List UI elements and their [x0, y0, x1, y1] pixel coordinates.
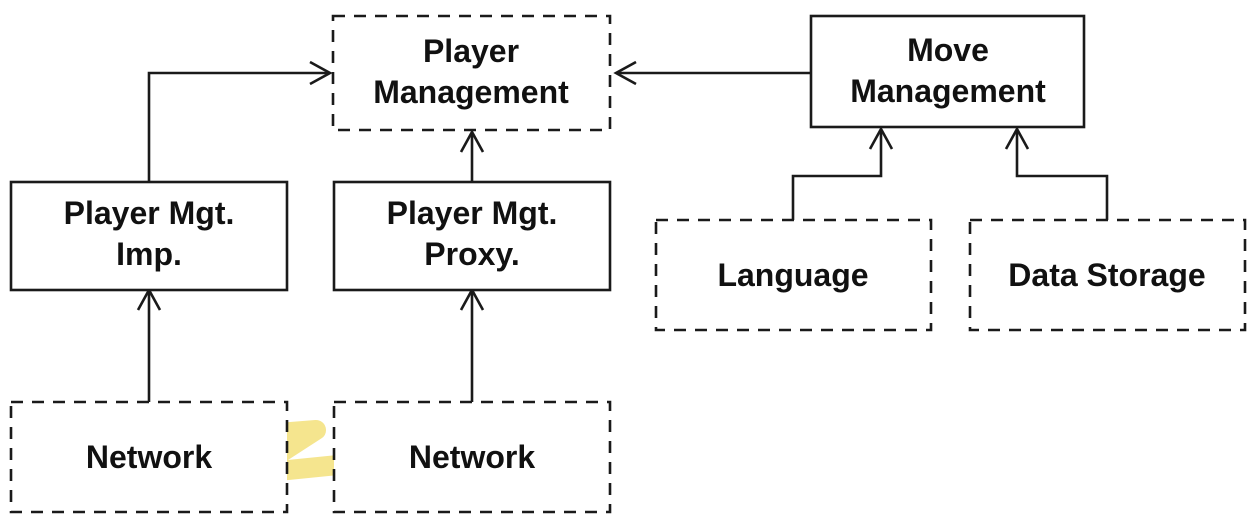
box-network-right-frame	[332, 400, 612, 514]
box-player-management: Player Management	[331, 14, 612, 132]
box-network-right-label: Network	[409, 439, 535, 475]
box-player-mgt-proxy: Player Mgt. Proxy.	[332, 180, 612, 292]
box-data-storage-frame	[968, 218, 1247, 332]
box-data-storage-label: Data Storage	[1008, 257, 1205, 293]
box-player-mgt-imp-label-line1: Player Mgt.	[64, 195, 235, 231]
arrowhead-language-to-move-management	[868, 126, 894, 150]
box-player-mgt-proxy-label-line2: Proxy.	[424, 236, 519, 272]
box-move-management-label-line1: Move	[907, 32, 989, 68]
box-move-management-frame	[809, 14, 1086, 129]
box-player-management-frame	[331, 14, 612, 132]
arrowhead-imp-to-player-management	[309, 60, 333, 86]
box-network-left: Network	[9, 400, 289, 514]
box-network-right: Network	[332, 400, 612, 514]
edge-data-storage-to-move-management	[1015, 130, 1109, 220]
edge-language-to-move-management	[791, 130, 883, 220]
box-player-mgt-proxy-label-line1: Player Mgt.	[387, 195, 558, 231]
edge-imp-to-player-management	[147, 71, 328, 182]
box-language-frame	[654, 218, 933, 332]
box-player-mgt-imp: Player Mgt. Imp.	[9, 180, 289, 292]
arrowhead-data-storage-to-move-management	[1004, 126, 1030, 150]
box-move-management: Move Management	[809, 14, 1086, 129]
arrowhead-move-to-player-management	[613, 60, 637, 86]
box-language-label: Language	[717, 257, 868, 293]
box-network-left-label: Network	[86, 439, 212, 475]
box-player-mgt-imp-frame	[9, 180, 289, 292]
box-player-mgt-imp-label-line2: Imp.	[116, 236, 182, 272]
box-data-storage: Data Storage	[968, 218, 1247, 332]
box-player-mgt-proxy-frame	[332, 180, 612, 292]
box-move-management-label-line2: Management	[850, 73, 1046, 109]
box-network-left-frame	[9, 400, 289, 514]
box-player-management-label-line2: Management	[373, 74, 569, 110]
box-language: Language	[654, 218, 933, 332]
arrowhead-proxy-to-player-management	[459, 129, 485, 153]
box-player-management-label-line1: Player	[423, 33, 519, 69]
